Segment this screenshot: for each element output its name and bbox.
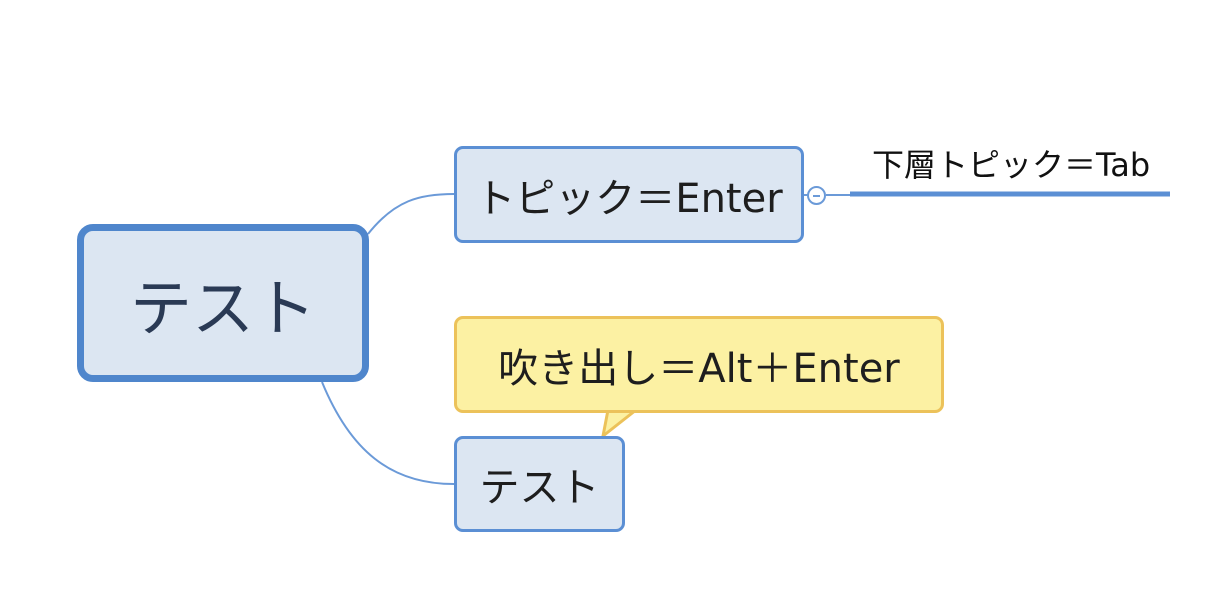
connector-central-to-topic-enter	[367, 193, 455, 235]
callout-pointer	[601, 408, 638, 438]
callout-node[interactable]: 吹き出し＝Alt＋Enter	[454, 316, 944, 413]
subtopic-label-tab[interactable]: 下層トピック＝Tab	[872, 146, 1151, 184]
connector-central-to-topic-test	[321, 381, 455, 485]
collapse-toggle-icon[interactable]	[807, 186, 826, 205]
topic-node-enter[interactable]: トピック＝Enter	[454, 146, 804, 243]
central-topic-node[interactable]: テスト	[77, 224, 369, 382]
topic-node-test[interactable]: テスト	[454, 436, 625, 532]
